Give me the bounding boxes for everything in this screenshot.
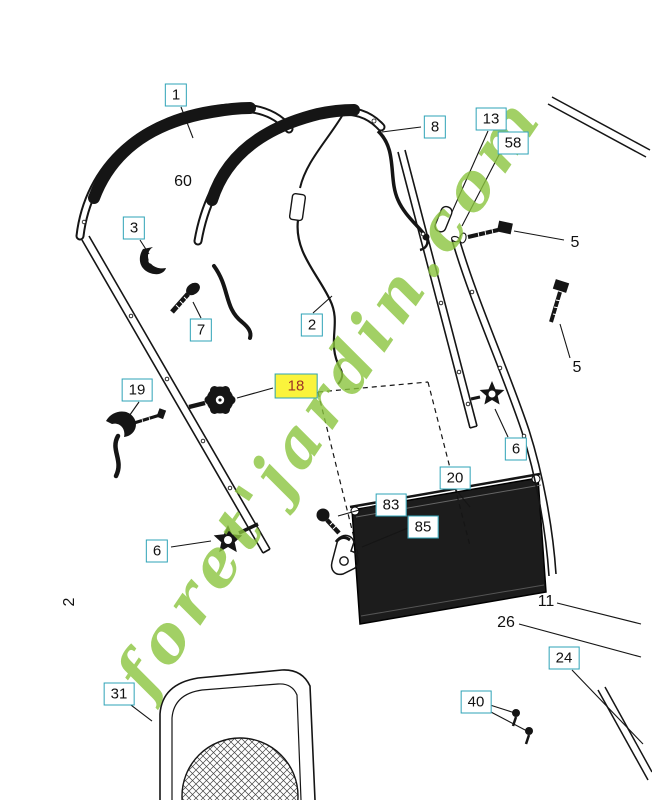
star-knob-6-left	[213, 522, 259, 553]
callout-3[interactable]: 3	[122, 216, 146, 240]
callout-19[interactable]: 19	[121, 378, 153, 402]
callout-6-right[interactable]: 6	[504, 437, 528, 461]
callout-83[interactable]: 83	[375, 493, 407, 517]
bolt-5-right	[549, 279, 570, 323]
callout-6-left[interactable]: 6	[145, 539, 169, 563]
leader-line	[180, 106, 194, 139]
star-knob-6-right	[470, 381, 505, 405]
lever-19	[106, 408, 167, 479]
leader-line	[361, 527, 409, 548]
lower-handle-right-tube	[397, 149, 478, 429]
callout-11[interactable]: 11	[537, 593, 555, 610]
leader-line	[312, 295, 333, 314]
callout-2-side[interactable]: 2	[61, 597, 78, 607]
callout-7[interactable]: 7	[189, 318, 213, 342]
leader-line	[488, 710, 528, 732]
leader-line	[518, 623, 642, 658]
callout-5-mid[interactable]: 5	[572, 359, 582, 376]
bolt-5-top	[459, 220, 513, 244]
rod-top-right	[547, 96, 651, 158]
callout-26[interactable]: 26	[497, 614, 515, 631]
leader-line	[455, 489, 471, 508]
handle-bracket	[212, 264, 253, 340]
leader-line	[130, 704, 153, 722]
leader-line	[337, 504, 378, 517]
leader-line	[571, 669, 644, 745]
callout-18[interactable]: 18	[274, 373, 318, 399]
leader-line	[559, 323, 571, 359]
mid-handle	[193, 104, 386, 246]
callout-85[interactable]: 85	[407, 515, 439, 539]
leader-line	[192, 301, 202, 319]
hardware	[106, 96, 652, 781]
leader-line	[513, 230, 565, 241]
leader-line	[451, 130, 489, 213]
bolt-7	[170, 282, 200, 314]
cable-adjuster	[288, 192, 307, 222]
callout-58[interactable]: 58	[497, 131, 529, 155]
callout-2[interactable]: 2	[300, 313, 324, 337]
callout-60[interactable]: 60	[174, 173, 192, 190]
control-cable	[288, 115, 344, 385]
handle-grip	[88, 102, 256, 204]
spacer-13	[434, 205, 453, 233]
callout-31[interactable]: 31	[103, 682, 135, 706]
leader-line	[381, 126, 422, 133]
lock-lever-3	[139, 247, 166, 275]
callout-24[interactable]: 24	[548, 646, 580, 670]
wheel-hatched	[181, 737, 299, 800]
callout-40[interactable]: 40	[460, 690, 492, 714]
bracket-85	[330, 534, 359, 576]
callout-5-top[interactable]: 5	[570, 234, 580, 251]
leader-line	[494, 408, 509, 438]
upper-handle	[75, 102, 294, 241]
lower-handle-left-tube	[81, 235, 271, 554]
callout-1[interactable]: 1	[164, 83, 188, 107]
leader-line	[139, 239, 150, 255]
leader-line	[556, 602, 642, 625]
callout-8[interactable]: 8	[423, 115, 447, 139]
leader-line	[236, 387, 274, 399]
callout-13[interactable]: 13	[475, 107, 507, 131]
callout-20[interactable]: 20	[439, 466, 471, 490]
leader-line	[126, 401, 140, 420]
lower-handle-far-right-tube	[450, 235, 557, 577]
handle-grip	[206, 104, 360, 206]
deck-outline	[159, 669, 316, 800]
knob-18	[188, 386, 236, 414]
leader-line	[170, 540, 212, 548]
leader-line	[489, 704, 516, 714]
fold-dashed-lines	[317, 381, 471, 555]
bolt-83	[316, 508, 341, 535]
leader-line	[461, 148, 503, 227]
leader-lines	[126, 106, 644, 745]
